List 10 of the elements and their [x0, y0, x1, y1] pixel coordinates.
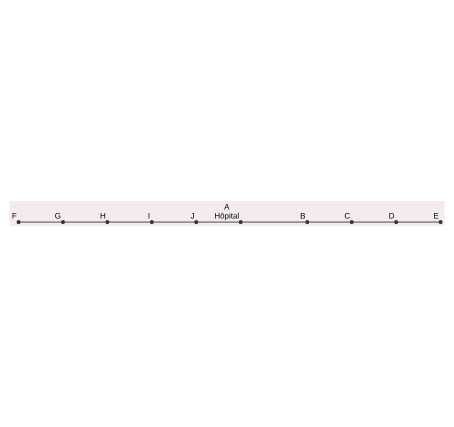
- node-circle: [394, 220, 398, 224]
- node-circle: [350, 220, 354, 224]
- node-circle: [16, 220, 20, 224]
- node-circle: [105, 220, 110, 224]
- node-circle: [238, 220, 243, 224]
- node-circle: [61, 220, 65, 224]
- node-circle: [194, 220, 198, 224]
- node-circle: [438, 220, 443, 224]
- node-circle: [150, 220, 154, 224]
- node-circle: [305, 220, 310, 224]
